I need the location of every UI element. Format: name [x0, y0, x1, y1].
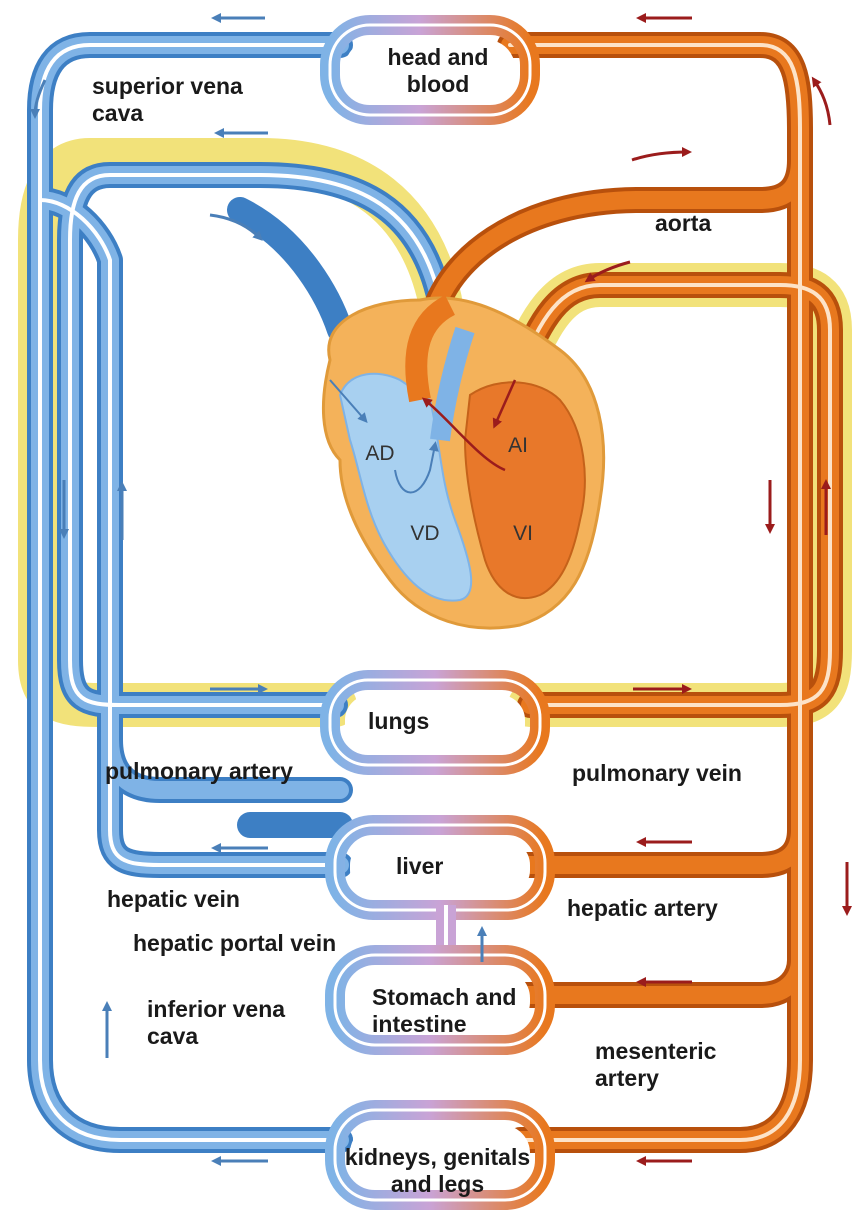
- arrow-curve-icon: [632, 152, 688, 160]
- label-hepatic-portal-vein: hepatic portal vein: [133, 930, 336, 957]
- label-right-ventricle: VD: [410, 522, 439, 545]
- label-mesenteric-artery: mesenteric artery: [595, 1038, 716, 1092]
- label-hepatic-vein: hepatic vein: [107, 886, 240, 913]
- label-inferior-vena-cava: inferior vena cava: [147, 996, 285, 1050]
- arrow-curve-icon: [814, 80, 830, 125]
- label-kidneys-genitals-legs: kidneys, genitals and legs: [325, 1144, 550, 1198]
- label-hepatic-artery: hepatic artery: [567, 895, 718, 922]
- label-right-atrium: AD: [365, 442, 394, 465]
- label-pulmonary-vein: pulmonary vein: [572, 760, 742, 787]
- label-left-atrium: AI: [508, 434, 528, 457]
- label-aorta: aorta: [655, 210, 711, 237]
- label-stomach-and-intestine: Stomach and intestine: [372, 984, 516, 1038]
- label-liver: liver: [396, 853, 443, 880]
- heart: AD AI VD VI: [323, 298, 603, 628]
- label-lungs: lungs: [368, 708, 429, 735]
- label-superior-vena-cava: superior vena cava: [92, 73, 243, 127]
- label-head-and-blood: head and blood: [358, 44, 518, 98]
- capillary-lungs: [330, 680, 540, 765]
- label-pulmonary-artery: pulmonary artery: [105, 758, 293, 785]
- label-left-ventricle: VI: [513, 522, 533, 545]
